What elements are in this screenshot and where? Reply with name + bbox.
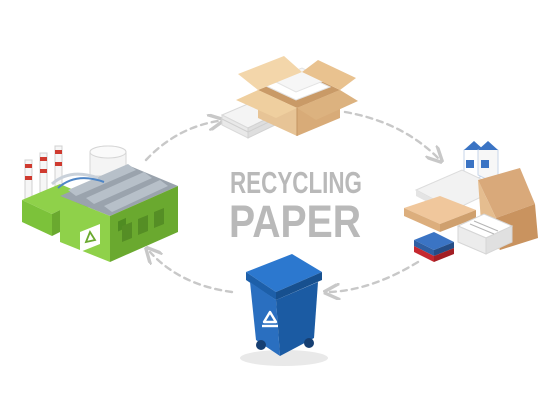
arrow-bin-to-factory <box>150 252 234 294</box>
title-line-1: RECYCLING <box>230 165 362 200</box>
title-line-2: PAPER <box>229 196 361 247</box>
cycle-arrows <box>144 110 438 294</box>
arrow-box-to-products <box>343 110 438 158</box>
paper-products-icon <box>404 141 538 262</box>
arrow-products-to-bin <box>330 260 420 292</box>
arrow-factory-to-box <box>144 121 218 162</box>
title: RECYCLING PAPER <box>229 165 362 247</box>
factory-recycle-symbol-icon <box>80 224 100 252</box>
recycle-symbol-icon <box>262 310 278 328</box>
cardboard-box-icon <box>220 56 358 139</box>
recycle-bin-icon <box>240 254 328 366</box>
factory-icon <box>22 145 178 262</box>
